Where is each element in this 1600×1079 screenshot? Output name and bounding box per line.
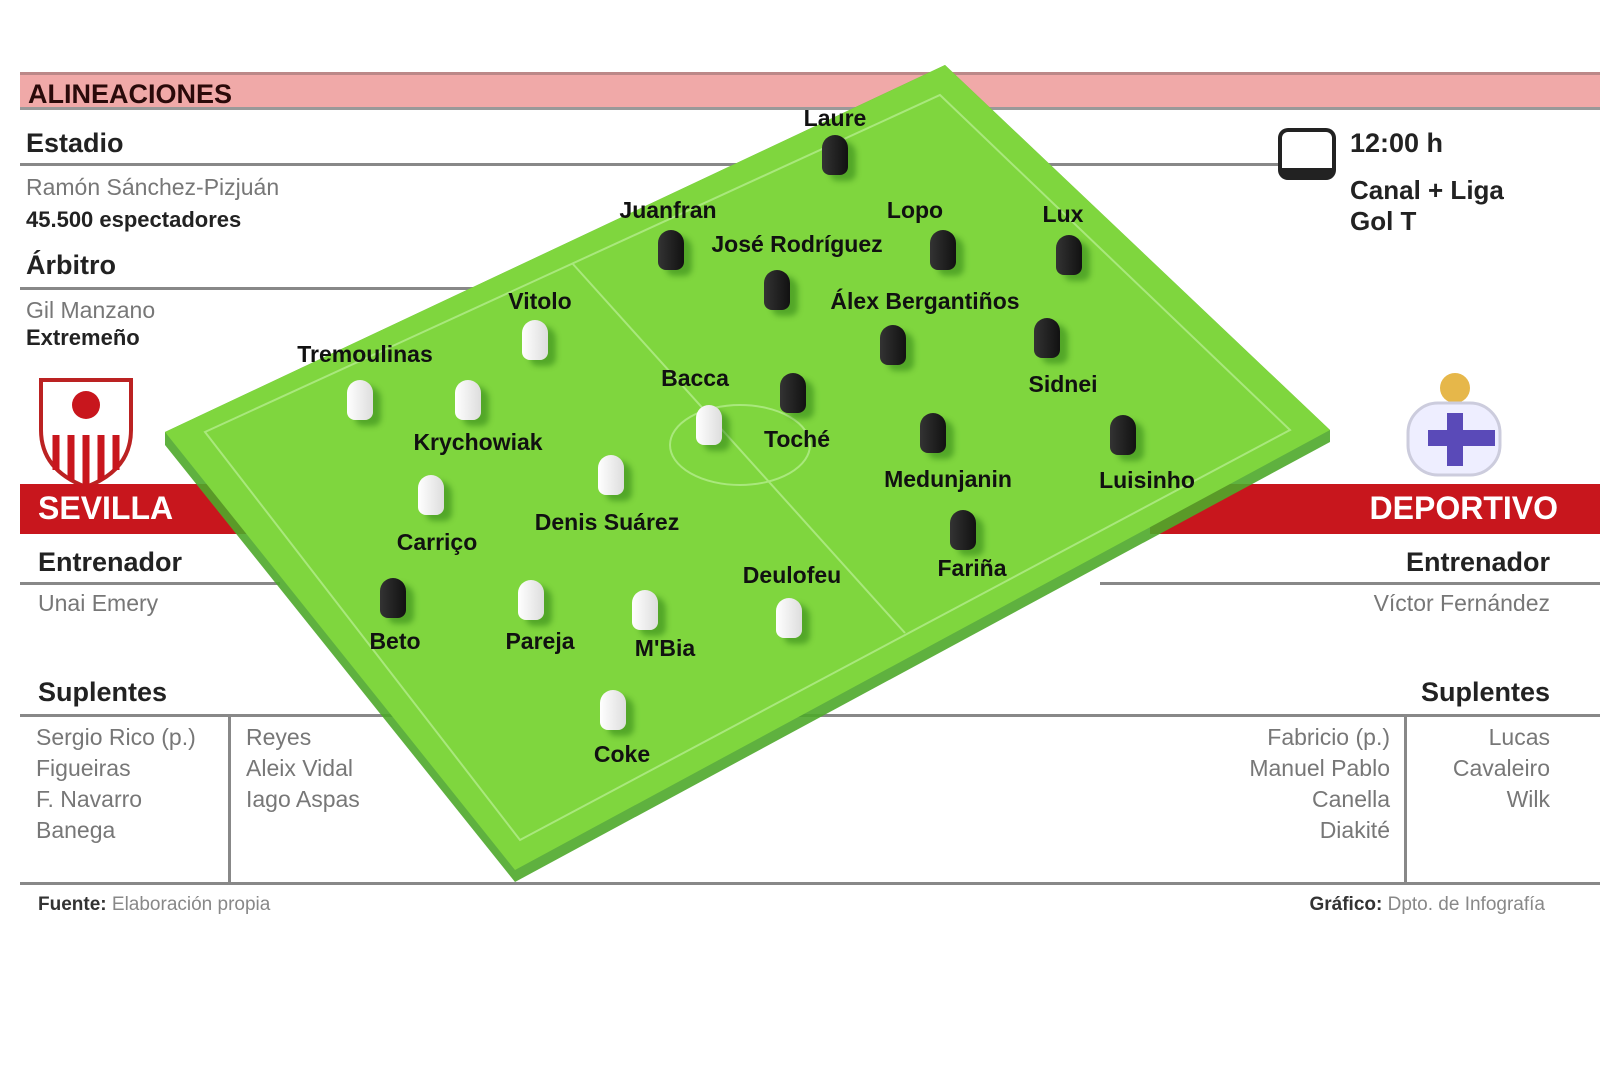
match-time: 12:00 h: [1350, 128, 1444, 158]
divider: [20, 287, 500, 290]
sub-player: Iago Aspas: [246, 786, 360, 812]
sub-player: Wilk: [1506, 786, 1550, 812]
player-figure-icon: [380, 578, 406, 618]
player-name: Krychowiak: [413, 429, 543, 455]
sub-player: Diakité: [1319, 817, 1390, 843]
player-name: Toché: [763, 426, 831, 452]
home-subs-label: Suplentes: [38, 677, 168, 707]
player-figure-icon: [522, 320, 548, 360]
source-label: Fuente:: [38, 894, 107, 915]
away-coach: Víctor Fernández: [1373, 590, 1550, 616]
graphic-value: Dpto. de Infografía: [1387, 894, 1545, 915]
player-name: M'Bia: [634, 635, 696, 661]
player-figure-icon: [518, 580, 544, 620]
player-figure-icon: [632, 590, 658, 630]
player-name: Fariña: [937, 555, 1007, 581]
sub-player: Sergio Rico (p.): [36, 724, 196, 750]
graphic-credit: Gráfico: Dpto. de Infografía: [1309, 894, 1545, 916]
title-banner: ALINEACIONES: [20, 72, 1600, 110]
stadium-capacity: 45.500 espectadores: [26, 207, 242, 232]
player-figure-icon: [822, 135, 848, 175]
player-figure-icon: [930, 230, 956, 270]
player-name: Medunjanin: [884, 466, 1012, 492]
source: Fuente: Elaboración propia: [38, 894, 270, 916]
player-figure-icon: [920, 413, 946, 453]
player-name: Vitolo: [508, 288, 572, 314]
away-subs-label: Suplentes: [1420, 677, 1550, 707]
divider: [228, 716, 231, 884]
player-name: Luisinho: [1099, 467, 1195, 493]
divider: [20, 163, 1280, 166]
away-team-bar: DEPORTIVO: [1150, 484, 1600, 534]
divider: [20, 882, 1600, 885]
sub-player: Cavaleiro: [1452, 755, 1550, 781]
referee-origin: Extremeño: [26, 325, 140, 350]
tv-icon: [1278, 128, 1336, 180]
sub-player: Figueiras: [36, 755, 131, 781]
sub-player: Reyes: [246, 724, 312, 750]
sub-player: Banega: [36, 817, 116, 843]
player-name: Pareja: [505, 628, 575, 654]
divider: [1404, 716, 1407, 884]
stadium-label: Estadio: [26, 128, 124, 158]
player-name: Bacca: [661, 365, 729, 391]
title: ALINEACIONES: [28, 79, 233, 109]
channel-2: Gol T: [1350, 206, 1417, 236]
player-figure-icon: [764, 270, 790, 310]
referee-name: Gil Manzano: [26, 297, 156, 323]
source-value: Elaboración propia: [111, 894, 271, 915]
player-name: Sidnei: [1028, 371, 1098, 397]
sub-player: Fabricio (p.): [1267, 724, 1390, 750]
sub-player: Lucas: [1488, 724, 1550, 750]
divider: [20, 582, 280, 585]
player-name: Beto: [369, 628, 421, 654]
channel-1: Canal + Liga: [1350, 175, 1504, 205]
player-name: Lopo: [886, 197, 944, 223]
home-team-name: SEVILLA: [38, 490, 174, 526]
player-figure-icon: [950, 510, 976, 550]
player-figure-icon: [696, 405, 722, 445]
graphic-label: Gráfico:: [1309, 894, 1383, 915]
player-figure-icon: [598, 455, 624, 495]
player-name: Tremoulinas: [297, 341, 433, 367]
player-figure-icon: [1056, 235, 1082, 275]
away-team-name: DEPORTIVO: [1369, 490, 1558, 526]
sub-player: Manuel Pablo: [1249, 755, 1390, 781]
player-name: Laure: [803, 105, 867, 131]
referee-label: Árbitro: [26, 250, 116, 280]
player-name: Juanfran: [619, 197, 717, 223]
home-coach-label: Entrenador: [38, 547, 183, 577]
player-figure-icon: [880, 325, 906, 365]
home-coach: Unai Emery: [38, 590, 159, 616]
player-figure-icon: [776, 598, 802, 638]
player-figure-icon: [1034, 318, 1060, 358]
player-name: Lux: [1042, 201, 1084, 227]
player-figure-icon: [600, 690, 626, 730]
sub-player: Aleix Vidal: [246, 755, 353, 781]
player-name: Denis Suárez: [534, 509, 680, 535]
player-figure-icon: [780, 373, 806, 413]
player-name: Álex Bergantiños: [830, 288, 1020, 314]
divider: [1100, 582, 1600, 585]
player-figure-icon: [347, 380, 373, 420]
player-name: José Rodríguez: [711, 231, 883, 257]
sub-player: Canella: [1312, 786, 1390, 812]
deportivo-crest: [1406, 373, 1502, 477]
player-figure-icon: [658, 230, 684, 270]
player-figure-icon: [455, 380, 481, 420]
stadium-name: Ramón Sánchez-Pizjuán: [26, 174, 280, 200]
away-coach-label: Entrenador: [1405, 547, 1550, 577]
player-figure-icon: [1110, 415, 1136, 455]
player-name: Coke: [593, 741, 651, 767]
player-figure-icon: [418, 475, 444, 515]
player-name: Deulofeu: [742, 562, 842, 588]
player-name: Carriço: [396, 529, 478, 555]
sub-player: F. Navarro: [36, 786, 143, 812]
